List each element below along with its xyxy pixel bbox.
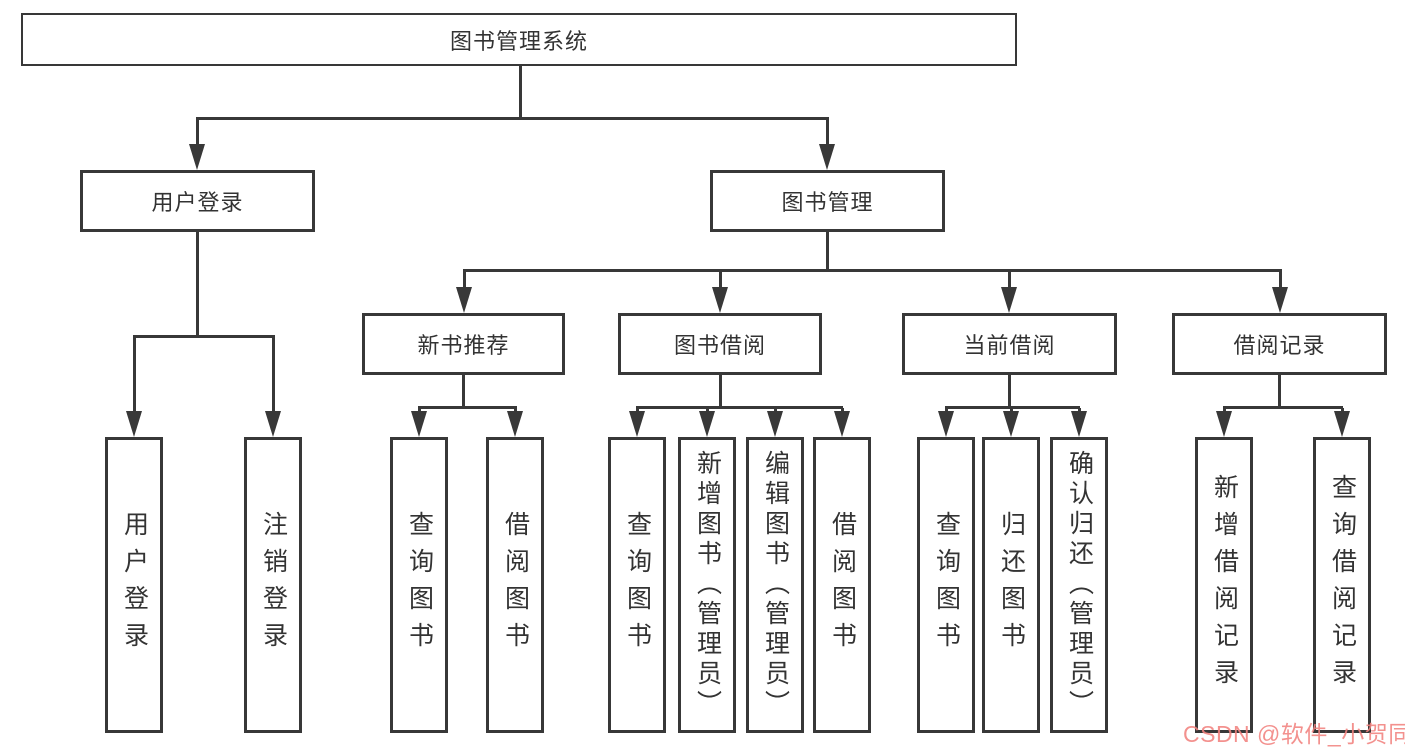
node-label: 借阅图书: [828, 511, 857, 659]
connector-drop: [826, 120, 829, 148]
leaf-query-books-current: 查询图书: [917, 437, 975, 733]
node-label: 新增图书（管理员）: [693, 450, 722, 720]
arrow-down-icon: [1003, 411, 1019, 437]
connector-root-bar: [196, 117, 829, 120]
arrow-down-icon: [1272, 287, 1288, 313]
arrow-down-icon: [819, 144, 835, 170]
connector-drop: [719, 272, 722, 290]
node-borrow-records: 借阅记录: [1172, 313, 1387, 375]
leaf-logout: 注销登录: [244, 437, 302, 733]
leaf-user-login: 用户登录: [105, 437, 163, 733]
leaf-query-borrow-record: 查询借阅记录: [1313, 437, 1371, 733]
node-label: 归还图书: [997, 511, 1026, 659]
watermark: CSDN @软件_小贺同学: [1183, 721, 1405, 747]
node-root: 图书管理系统: [21, 13, 1017, 66]
node-label: 查询图书: [623, 511, 652, 659]
node-label: 图书管理: [781, 190, 874, 215]
arrow-down-icon: [456, 287, 472, 313]
connector-stub: [826, 232, 829, 272]
leaf-query-books-newbooks: 查询图书: [390, 437, 448, 733]
node-book-management: 图书管理: [710, 170, 945, 232]
connector-drop: [1008, 272, 1011, 290]
connector-stub: [719, 375, 722, 409]
node-label: 新增借阅记录: [1210, 474, 1239, 696]
arrow-down-icon: [629, 411, 645, 437]
connector-stub: [1008, 375, 1011, 409]
arrow-down-icon: [126, 411, 142, 437]
connector-root-stub: [519, 66, 522, 118]
arrow-down-icon: [1334, 411, 1350, 437]
leaf-borrow-books-newbooks: 借阅图书: [486, 437, 544, 733]
node-label: 查询借阅记录: [1328, 474, 1357, 696]
arrow-down-icon: [1216, 411, 1232, 437]
node-user-login: 用户登录: [80, 170, 315, 232]
node-label: 当前借阅: [963, 333, 1056, 358]
connector-bar: [945, 406, 1080, 409]
node-label: 注销登录: [259, 511, 288, 659]
node-label: 查询图书: [932, 511, 961, 659]
node-label: 借阅图书: [501, 511, 530, 659]
connector-stub: [196, 232, 199, 336]
arrow-down-icon: [712, 287, 728, 313]
arrow-down-icon: [767, 411, 783, 437]
node-label: 新书推荐: [417, 333, 510, 358]
arrow-down-icon: [1001, 287, 1017, 313]
connector-drop: [1279, 272, 1282, 290]
node-label: 借阅记录: [1233, 333, 1326, 358]
connector-stub: [462, 375, 465, 409]
node-label: 图书借阅: [673, 333, 766, 358]
leaf-borrow-books-borrow: 借阅图书: [813, 437, 871, 733]
node-label: 用户登录: [151, 190, 244, 215]
leaf-return-books: 归还图书: [982, 437, 1040, 733]
node-book-borrow: 图书借阅: [618, 313, 822, 375]
node-current-borrow: 当前借阅: [902, 313, 1117, 375]
arrow-down-icon: [938, 411, 954, 437]
node-label: 编辑图书（管理员）: [761, 450, 790, 720]
arrow-down-icon: [507, 411, 523, 437]
connector-bar: [463, 269, 1282, 272]
leaf-add-borrow-record: 新增借阅记录: [1195, 437, 1253, 733]
connector-drop: [133, 338, 136, 414]
connector-bar: [636, 406, 843, 409]
arrow-down-icon: [699, 411, 715, 437]
connector-bar: [1223, 406, 1343, 409]
arrow-down-icon: [411, 411, 427, 437]
node-label: 确认归还（管理员）: [1065, 450, 1094, 720]
leaf-confirm-return-admin: 确认归还（管理员）: [1050, 437, 1108, 733]
connector-bar: [133, 335, 275, 338]
connector-stub: [1278, 375, 1281, 409]
connector-bar: [418, 406, 517, 409]
arrow-down-icon: [1071, 411, 1087, 437]
node-new-book-recommend: 新书推荐: [362, 313, 565, 375]
arrow-down-icon: [834, 411, 850, 437]
arrow-down-icon: [265, 411, 281, 437]
leaf-query-books-borrow: 查询图书: [608, 437, 666, 733]
node-label: 图书管理系统: [449, 28, 588, 54]
leaf-add-books-admin: 新增图书（管理员）: [678, 437, 736, 733]
leaf-edit-books-admin: 编辑图书（管理员）: [746, 437, 804, 733]
connector-drop: [272, 338, 275, 414]
node-label: 用户登录: [120, 511, 149, 659]
connector-drop: [463, 272, 466, 290]
connector-drop: [196, 120, 199, 148]
arrow-down-icon: [189, 144, 205, 170]
node-label: 查询图书: [405, 511, 434, 659]
